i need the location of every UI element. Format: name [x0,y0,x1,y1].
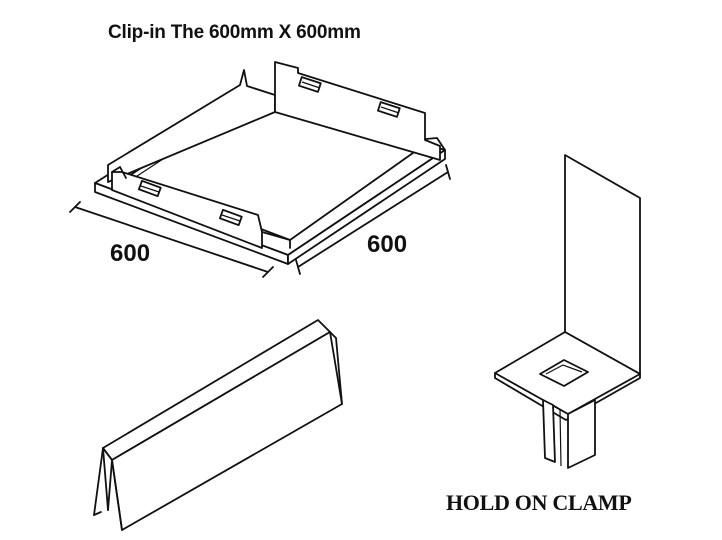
clamp-base-edge [494,372,641,421]
depth-dimension-label: 600 [367,231,408,258]
rail-end-inner [102,447,109,511]
diagram-title: Clip-in The 600mm X 600mm [108,22,361,43]
carrier-rail-drawing [93,319,343,531]
ceiling-tile-drawing [69,61,451,278]
tile-front-right-face [287,149,446,265]
dimension-tick-depth-start [295,259,301,275]
dimension-line-width [74,206,269,273]
clamp-hanging-tab-left [542,399,556,463]
width-dimension-label: 600 [110,240,151,267]
clamp-caption: HOLD ON CLAMP [446,490,632,515]
clamp-hole-inner [545,364,583,375]
hold-on-clamp-drawing [494,154,641,469]
rail-right-end [329,331,343,405]
clamp-tab-gap [559,409,562,467]
front-left-flange-top [111,166,127,179]
clamp-centre-hole [539,359,589,387]
dimension-tick-depth-end [445,164,451,180]
dimension-tick-width-start [69,201,81,213]
clamp-hanging-tab-right [567,399,596,469]
dimension-tick-width-end [262,266,274,278]
rail-end-profile [93,447,123,531]
dimension-line-depth [297,171,449,268]
front-left-flange-corner [261,231,291,249]
flange-fold [425,137,446,151]
